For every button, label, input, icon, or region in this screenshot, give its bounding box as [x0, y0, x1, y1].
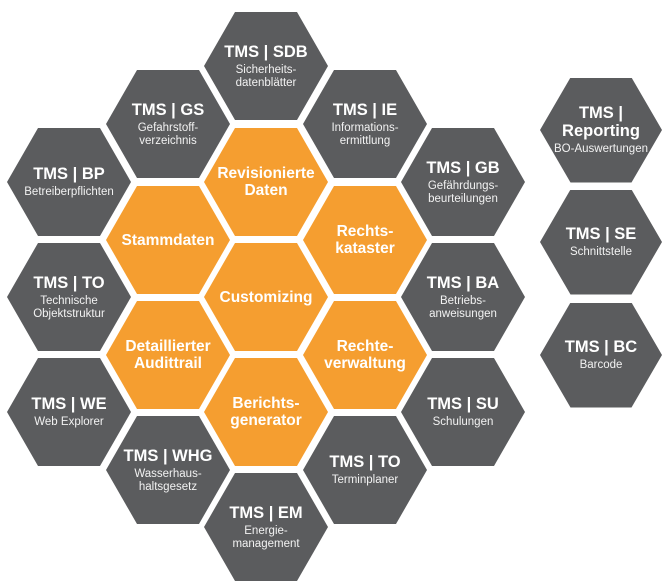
hexagon-subtitle: Web Explorer [34, 416, 104, 428]
hexagon-title: TMS | SE [565, 225, 637, 243]
hexagon-title: TMS | EM [229, 503, 303, 522]
hexagon-subtitle: Betriebs-anweisungen [429, 294, 497, 320]
hexagon-subtitle: Gefährdungs-beurteilungen [427, 179, 499, 205]
hexagon-title: TMS | BC [564, 338, 638, 356]
module-tms-sdb-sicherheits-datenbl-tter: TMS | SDB Sicherheits-datenblätter [204, 12, 328, 120]
hexagon-title: TMS | WHG [123, 446, 213, 465]
hexagon-title: TMS | WE [31, 395, 107, 413]
hexagon-title: Berichts-generator [230, 395, 302, 429]
module-tms-whg-wasserhaus-haltsgesetz: TMS | WHG Wasserhaus-haltsgesetz [106, 416, 230, 524]
module-tms-gs-gefahrstoff-verzeichnis: TMS | GS Gefahrstoff-verzeichnis [106, 70, 230, 178]
hexagon-title: TMS | SU [427, 395, 499, 413]
core-feature-rechte-verwaltung: Rechte-verwaltung [303, 301, 427, 409]
hexagon-title: TMS | TO [329, 453, 401, 471]
hexagon-title: TMS | TO [33, 273, 105, 292]
module-tms-bp-betreiberpflichten: TMS | BP Betreiberpflichten [7, 128, 131, 236]
hexagon-title: Customizing [219, 288, 313, 306]
hexagon-subtitle: Gefahrstoff-verzeichnis [137, 121, 199, 147]
module-tms-ie-informations-ermittlung: TMS | IE Informations-ermittlung [303, 70, 427, 178]
extra-module-tms-bc: TMS | BC Barcode [540, 302, 662, 408]
hexagon-title: TMS | BA [426, 273, 500, 292]
hexagon-title: TMS | BP [33, 165, 105, 183]
hexagon-subtitle: BO-Auswertungen [554, 143, 648, 155]
module-tms-ba-betriebs-anweisungen: TMS | BA Betriebs-anweisungen [401, 243, 525, 351]
module-tms-em-energie-management: TMS | EM Energie-management [204, 473, 328, 581]
hexagon-title: Rechts-kataster [335, 223, 395, 257]
hexagon-subtitle: Energie-management [232, 524, 300, 550]
module-tms-su-schulungen: TMS | SU Schulungen [401, 358, 525, 466]
module-tms-gb-gef-hrdungs-beurteilungen: TMS | GB Gefährdungs-beurteilungen [401, 128, 525, 236]
hexagon-title: TMS | GB [426, 158, 500, 177]
hexagon-title: Stammdaten [121, 231, 215, 249]
core-feature-stammdaten: Stammdaten [106, 186, 230, 294]
hexagon-title: TMS | SDB [224, 42, 308, 61]
module-tms-to-terminplaner: TMS | TO Terminplaner [303, 416, 427, 524]
hexagon-title: TMS | IE [332, 100, 398, 119]
core-feature-customizing: Customizing [204, 243, 328, 351]
hexagon-title: TMS | GS [131, 100, 205, 119]
hexagon-subtitle: Betreiberpflichten [24, 186, 114, 198]
hexagon-subtitle: Sicherheits-datenblätter [235, 63, 297, 89]
hexagon-title: TMS |Reporting [562, 104, 640, 140]
hexagon-subtitle: Schnittstelle [569, 246, 632, 258]
core-feature-rechts-kataster: Rechts-kataster [303, 186, 427, 294]
hexagon-subtitle: Wasserhaus-haltsgesetz [134, 467, 202, 493]
extra-module-tms-se: TMS | SE Schnittstelle [540, 189, 662, 295]
module-tms-we-web-explorer: TMS | WE Web Explorer [7, 358, 131, 466]
hexagon-subtitle: Terminplaner [331, 474, 399, 486]
hexagon-title: Rechte-verwaltung [324, 338, 406, 372]
core-feature-berichts-generator: Berichts-generator [204, 358, 328, 466]
hexagon-subtitle: Barcode [579, 359, 623, 371]
hexagon-subtitle: Informations-ermittlung [331, 121, 399, 147]
hexagon-subtitle: Schulungen [432, 416, 494, 428]
